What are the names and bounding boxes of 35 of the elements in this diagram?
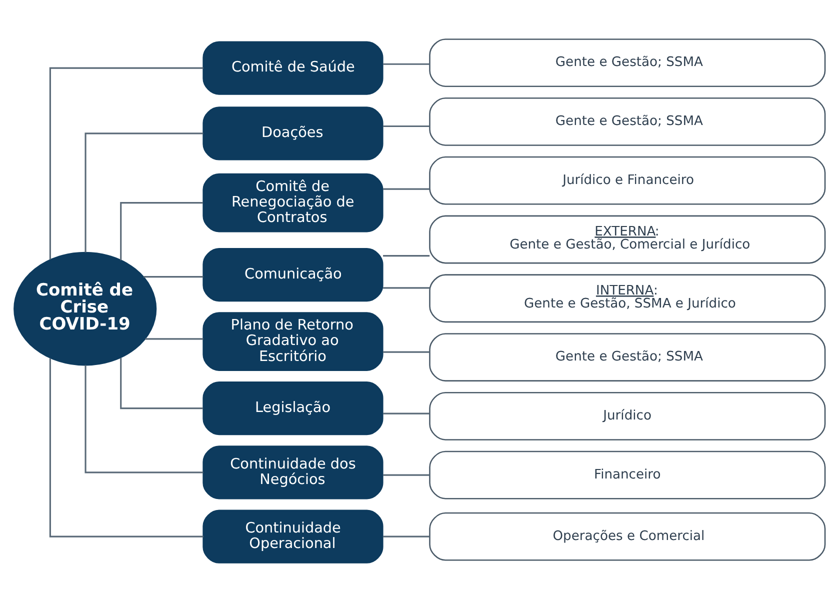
connector bbox=[49, 358, 204, 537]
node-box: Plano de Retorno Gradativo ao Escritório bbox=[202, 312, 384, 371]
connector bbox=[49, 66, 204, 260]
node-box: Gente e Gestão; SSMA bbox=[429, 332, 826, 381]
node-box: Financeiro bbox=[429, 450, 826, 499]
connector bbox=[383, 62, 430, 64]
connector bbox=[145, 338, 204, 340]
connector bbox=[383, 474, 430, 476]
connector bbox=[383, 350, 430, 352]
node-box: INTERNA: Gente e Gestão, SSMA e Jurídico bbox=[429, 274, 826, 322]
node-box: Legislação bbox=[202, 381, 384, 435]
connector bbox=[383, 412, 430, 414]
node-box: EXTERNA: Gente e Gestão, Comercial e Jurídico bbox=[429, 214, 826, 264]
connector bbox=[383, 124, 430, 127]
node-box: Jurídico bbox=[429, 391, 826, 440]
connector bbox=[120, 358, 203, 409]
node-box: Operações e Comercial bbox=[429, 512, 826, 560]
node-box: Continuidade dos Negócios bbox=[202, 445, 384, 499]
node-box: Jurídico e Financeiro bbox=[429, 156, 826, 204]
connector bbox=[84, 132, 204, 252]
connector bbox=[383, 254, 430, 256]
connector bbox=[144, 276, 204, 278]
node-box: Gente e Gestão; SSMA bbox=[429, 96, 826, 146]
node-box: Comitê de Renegociação de Contratos bbox=[202, 172, 384, 232]
node-box: Comunicação bbox=[202, 248, 384, 302]
connector bbox=[383, 188, 430, 190]
node-ellipse: Comitê de Crise COVID-19 bbox=[14, 251, 157, 366]
connector bbox=[84, 364, 204, 473]
connector bbox=[383, 286, 430, 288]
node-box: Gente e Gestão; SSMA bbox=[429, 38, 826, 86]
node-box: Doações bbox=[202, 106, 384, 160]
node-box: Continuidade Operacional bbox=[202, 509, 384, 563]
node-box: Comitê de Saúde bbox=[202, 40, 384, 94]
connector bbox=[120, 202, 203, 260]
connector bbox=[383, 535, 430, 537]
